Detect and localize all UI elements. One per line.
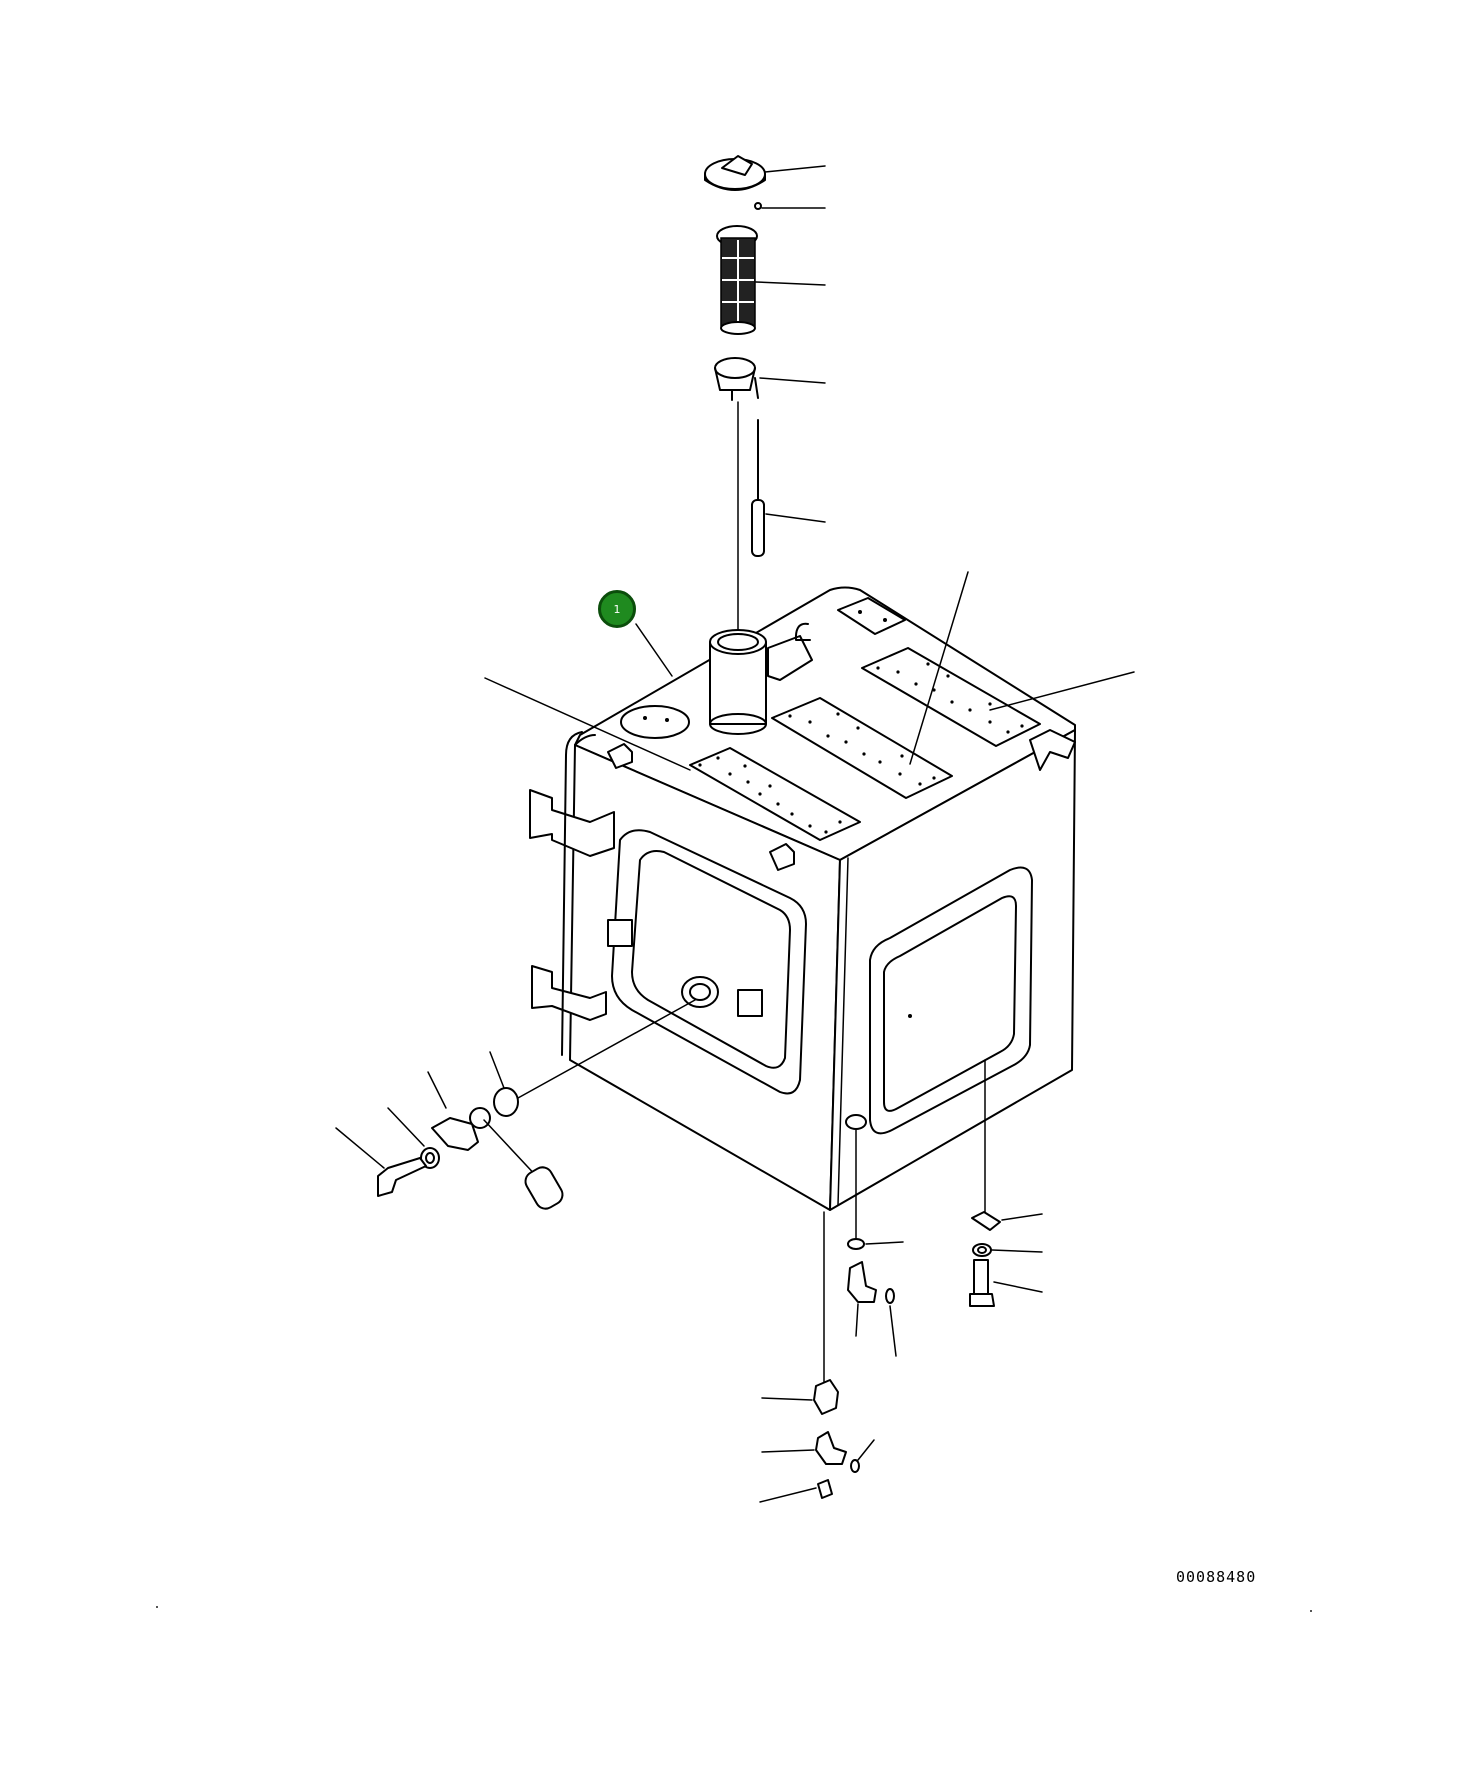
- left-bracket-lower: [531, 965, 607, 1021]
- bolt-part-right[interactable]: [969, 1259, 1043, 1307]
- filler-neck: [709, 629, 813, 735]
- float-part[interactable]: [483, 1119, 566, 1212]
- strainer-part[interactable]: [716, 225, 826, 335]
- drain-boss: [845, 1114, 867, 1130]
- elbow-fitting-lower[interactable]: [761, 1431, 847, 1465]
- leader-tank: [635, 623, 673, 677]
- sight-gauge-o-ring[interactable]: [489, 999, 696, 1117]
- front-inspection-window: [607, 829, 807, 1095]
- bracket-clip-bottom[interactable]: [761, 1379, 839, 1415]
- top-slot-plate: [837, 597, 906, 635]
- filler-ring-part[interactable]: [714, 357, 826, 401]
- leader-middle-plate: [909, 571, 969, 765]
- leader-right-plate: [989, 671, 1135, 711]
- corner-mark-left: [156, 1606, 158, 1608]
- o-ring-small-bottom[interactable]: [885, 1288, 897, 1357]
- leader-left-plate: [484, 677, 691, 771]
- o-ring-bottom[interactable]: [847, 1238, 904, 1250]
- cover-plate-middle: [771, 697, 953, 799]
- elbow-fitting-bottom[interactable]: [847, 1261, 877, 1337]
- callout-badge-1[interactable]: 1: [598, 590, 636, 628]
- cover-plate-right: [861, 647, 1041, 747]
- float-switch-assembly[interactable]: [427, 1071, 491, 1151]
- top-round-cover: [620, 705, 690, 739]
- washer-part-right[interactable]: [972, 1243, 1043, 1257]
- cover-plate-left: [689, 747, 861, 841]
- corner-mark-right: [1310, 1610, 1312, 1612]
- top-corner-tabs: [607, 729, 1076, 871]
- filler-cap-part[interactable]: [704, 155, 826, 191]
- clip-plate-right[interactable]: [971, 1211, 1043, 1231]
- plug-bottom[interactable]: [759, 1479, 833, 1503]
- left-bracket-upper: [529, 789, 615, 857]
- right-inspection-window: [869, 866, 1033, 1135]
- dipstick-part[interactable]: [751, 419, 826, 557]
- lifting-hook: [794, 622, 811, 641]
- bolt-part-left[interactable]: [335, 1127, 427, 1197]
- drawing-number: 00088480: [1176, 1568, 1257, 1586]
- tank-body[interactable]: [569, 586, 1076, 1211]
- o-ring-lower[interactable]: [850, 1439, 875, 1473]
- tank-left-frame: [561, 731, 583, 1056]
- pin-part[interactable]: [754, 202, 826, 210]
